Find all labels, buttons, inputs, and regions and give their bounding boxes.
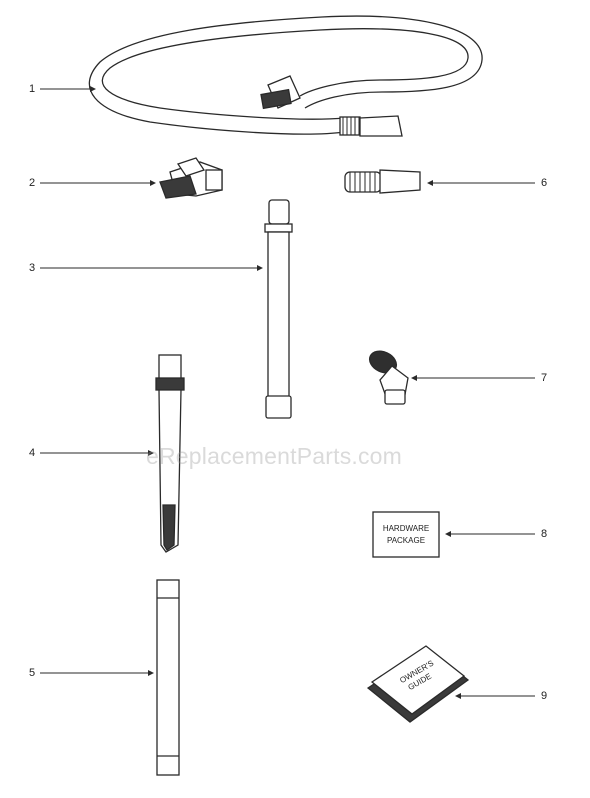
part-5-tube <box>156 579 180 776</box>
callout-2: 2 <box>29 177 36 189</box>
callout-4: 4 <box>29 447 36 459</box>
part-9-owners-guide: OWNER'S GUIDE <box>366 645 470 723</box>
leader-lines <box>40 86 535 699</box>
hardware-package-label-line2: PACKAGE <box>387 536 425 545</box>
part-1-hose <box>88 15 483 137</box>
part-3-wand <box>264 199 293 419</box>
callout-6: 6 <box>541 177 548 189</box>
callout-9: 9 <box>541 690 548 702</box>
part-2-cuff <box>159 157 223 199</box>
hardware-package-label-line1: HARDWARE <box>383 524 429 533</box>
part-4-crevice-tool <box>155 354 185 553</box>
callout-8: 8 <box>541 528 548 540</box>
callout-3: 3 <box>29 262 36 274</box>
callout-1: 1 <box>29 83 36 95</box>
part-8-hardware-package: HARDWARE PACKAGE <box>372 511 440 558</box>
callout-5: 5 <box>29 667 36 679</box>
part-7-adapter <box>368 350 409 405</box>
part-6-connector <box>344 169 421 194</box>
watermark: eReplacementParts.com <box>146 443 403 469</box>
callout-7: 7 <box>541 372 548 384</box>
